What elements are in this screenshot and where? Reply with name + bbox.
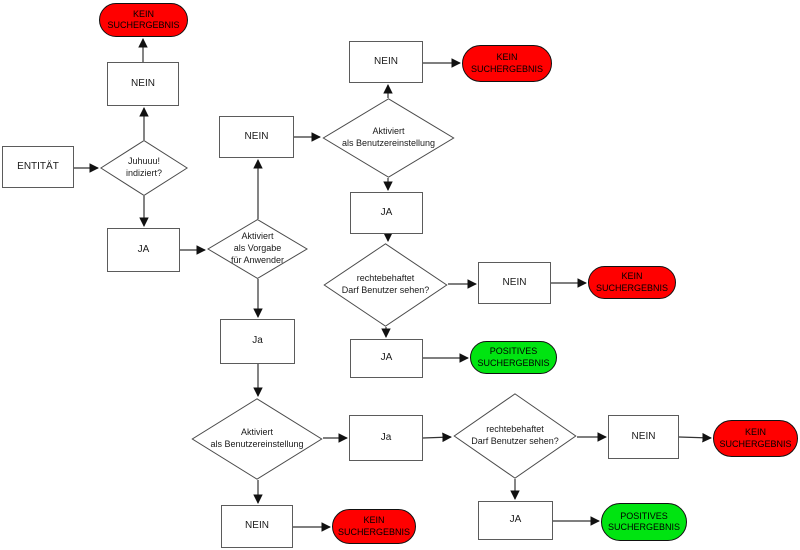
diamond-shape [453,393,577,479]
result-positives-suchergebnis-mid: POSITIVES SUCHERGEBNIS [470,341,557,374]
decision-label: Aktiviert als Benutzereinstellung [341,126,436,148]
result-kein-suchergebnis-usersetting-bottom: KEIN SUCHERGEBNIS [332,509,416,544]
result-kein-suchergebnis-indexed: KEIN SUCHERGEBNIS [99,3,188,37]
node-label: Ja [380,431,392,443]
decision-label: rechtebehaftet Darf Benutzer sehen? [341,273,430,295]
arrow-ja-to-rights-bottom [422,432,452,443]
node-nein-default: NEIN [219,116,294,158]
node-label: NEIN [244,130,269,142]
decision-label: Aktiviert als Vorgabe für Anwender [230,231,285,265]
result-label: KEIN SUCHERGEBNIS [470,52,543,74]
node-nein-rights-bottom: NEIN [608,415,679,459]
node-label: NEIN [374,55,398,67]
node-label: NEIN [631,430,656,442]
node-entitaet: ENTITÄT [2,146,74,188]
diamond-shape [100,140,188,196]
decision-label: Aktiviert als Benutzereinstellung [210,427,304,449]
node-label: NEIN [131,77,155,89]
node-label: JA [380,206,393,218]
diamond-shape [323,243,448,327]
node-nein-indexed: NEIN [107,62,179,106]
result-label: KEIN SUCHERGEBNIS [595,271,668,293]
diamond-shape [322,98,455,178]
node-ja-default: Ja [220,319,295,364]
decision-label: Juhuuu! indiziert? [125,156,163,178]
result-kein-suchergebnis-usersetting-top: KEIN SUCHERGEBNIS [462,45,552,82]
decision-label: rechtebehaftet Darf Benutzer sehen? [471,424,559,446]
node-nein-usersetting-bottom: NEIN [221,505,293,548]
node-label: Ja [252,335,263,347]
result-kein-suchergebnis-rights-mid: KEIN SUCHERGEBNIS [588,266,676,299]
diamond-shape [191,398,323,480]
result-label: KEIN SUCHERGEBNIS [107,8,180,30]
node-ja-usersetting-bottom: Ja [349,415,423,461]
diamond-shape [207,219,308,279]
arrow-nein-to-kein5 [678,432,712,443]
decision-usersetting-top: Aktiviert als Benutzereinstellung [322,98,455,178]
node-ja-rights-bottom: JA [478,501,553,540]
node-label: NEIN [502,276,527,288]
node-ja-indexed: JA [107,228,180,272]
decision-indexed: Juhuuu! indiziert? [100,140,188,196]
result-label: KEIN SUCHERGEBNIS [719,427,792,449]
decision-rights-bottom: rechtebehaftet Darf Benutzer sehen? [453,393,577,479]
node-nein-usersetting-top: NEIN [349,41,423,83]
node-label: ENTITÄT [17,160,59,172]
node-nein-rights-mid: NEIN [478,262,551,304]
node-ja-usersetting-top: JA [350,192,423,234]
node-label: JA [509,514,522,526]
decision-usersetting-bottom: Aktiviert als Benutzereinstellung [191,398,323,480]
node-label: JA [137,243,150,255]
decision-default-for-users: Aktiviert als Vorgabe für Anwender [207,219,308,279]
decision-rights-mid: rechtebehaftet Darf Benutzer sehen? [323,243,448,327]
result-kein-suchergebnis-rights-bottom: KEIN SUCHERGEBNIS [713,420,798,457]
result-label: POSITIVES SUCHERGEBNIS [607,510,680,532]
result-label: POSITIVES SUCHERGEBNIS [477,346,550,368]
result-positives-suchergebnis-bottom: POSITIVES SUCHERGEBNIS [601,503,687,541]
node-label: JA [380,352,393,364]
node-label: NEIN [245,520,269,532]
result-label: KEIN SUCHERGEBNIS [337,515,410,537]
node-ja-rights-mid: JA [350,339,423,378]
